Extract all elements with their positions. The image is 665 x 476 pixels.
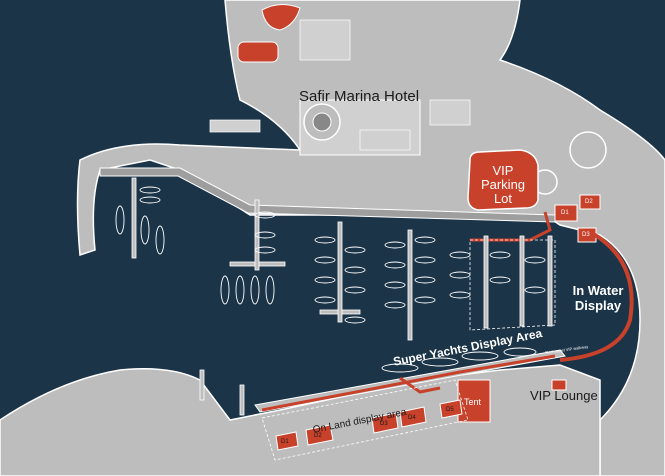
stand-d3-label: D3 (380, 421, 388, 427)
stand-d4-label: D4 (408, 415, 416, 421)
vip-marker-d2-label: D2 (585, 199, 593, 205)
stand-d4 (399, 406, 427, 428)
vip-marker-d2 (579, 194, 601, 210)
vip-marker-d1 (554, 204, 578, 222)
stand-d2 (305, 424, 334, 446)
small-buildings (209, 19, 471, 151)
stand-d5-label: D5 (446, 407, 454, 413)
stand-d1-label: D1 (281, 439, 289, 445)
red-connector (399, 376, 441, 394)
vip-parking-label: VIP Parking Lot (480, 163, 526, 206)
in-water-display-label: In Water Display (572, 283, 624, 313)
stand-d3 (371, 412, 399, 434)
stand-d1 (275, 431, 299, 451)
on-land-display-boundary (261, 379, 469, 461)
vip-parking-lot (467, 149, 539, 211)
red-carpet-walkway (261, 354, 556, 412)
tent-label: Tent (464, 397, 482, 407)
tent-area (457, 379, 491, 423)
red-building-north (261, 4, 301, 31)
vip-marker-d1-label: D1 (561, 210, 569, 216)
vip-lounge-marker (551, 379, 567, 391)
vip-lounge-label: VIP Lounge (530, 388, 598, 403)
in-water-display-walkway (559, 230, 634, 362)
hotel-roundabout-center (312, 112, 332, 132)
red-building-pool (237, 41, 279, 63)
vip-marker-d3-label: D3 (582, 232, 590, 238)
stand-d5 (439, 399, 463, 419)
hotel-label: Safir Marina Hotel (299, 88, 420, 105)
pontoons (131, 177, 553, 416)
in-water-display-boundary (469, 239, 556, 331)
stand-d2-label: D2 (314, 433, 322, 439)
breakwater (99, 167, 556, 223)
boats (115, 186, 546, 373)
far-east-roundabout (569, 131, 607, 169)
land-south (0, 364, 601, 476)
